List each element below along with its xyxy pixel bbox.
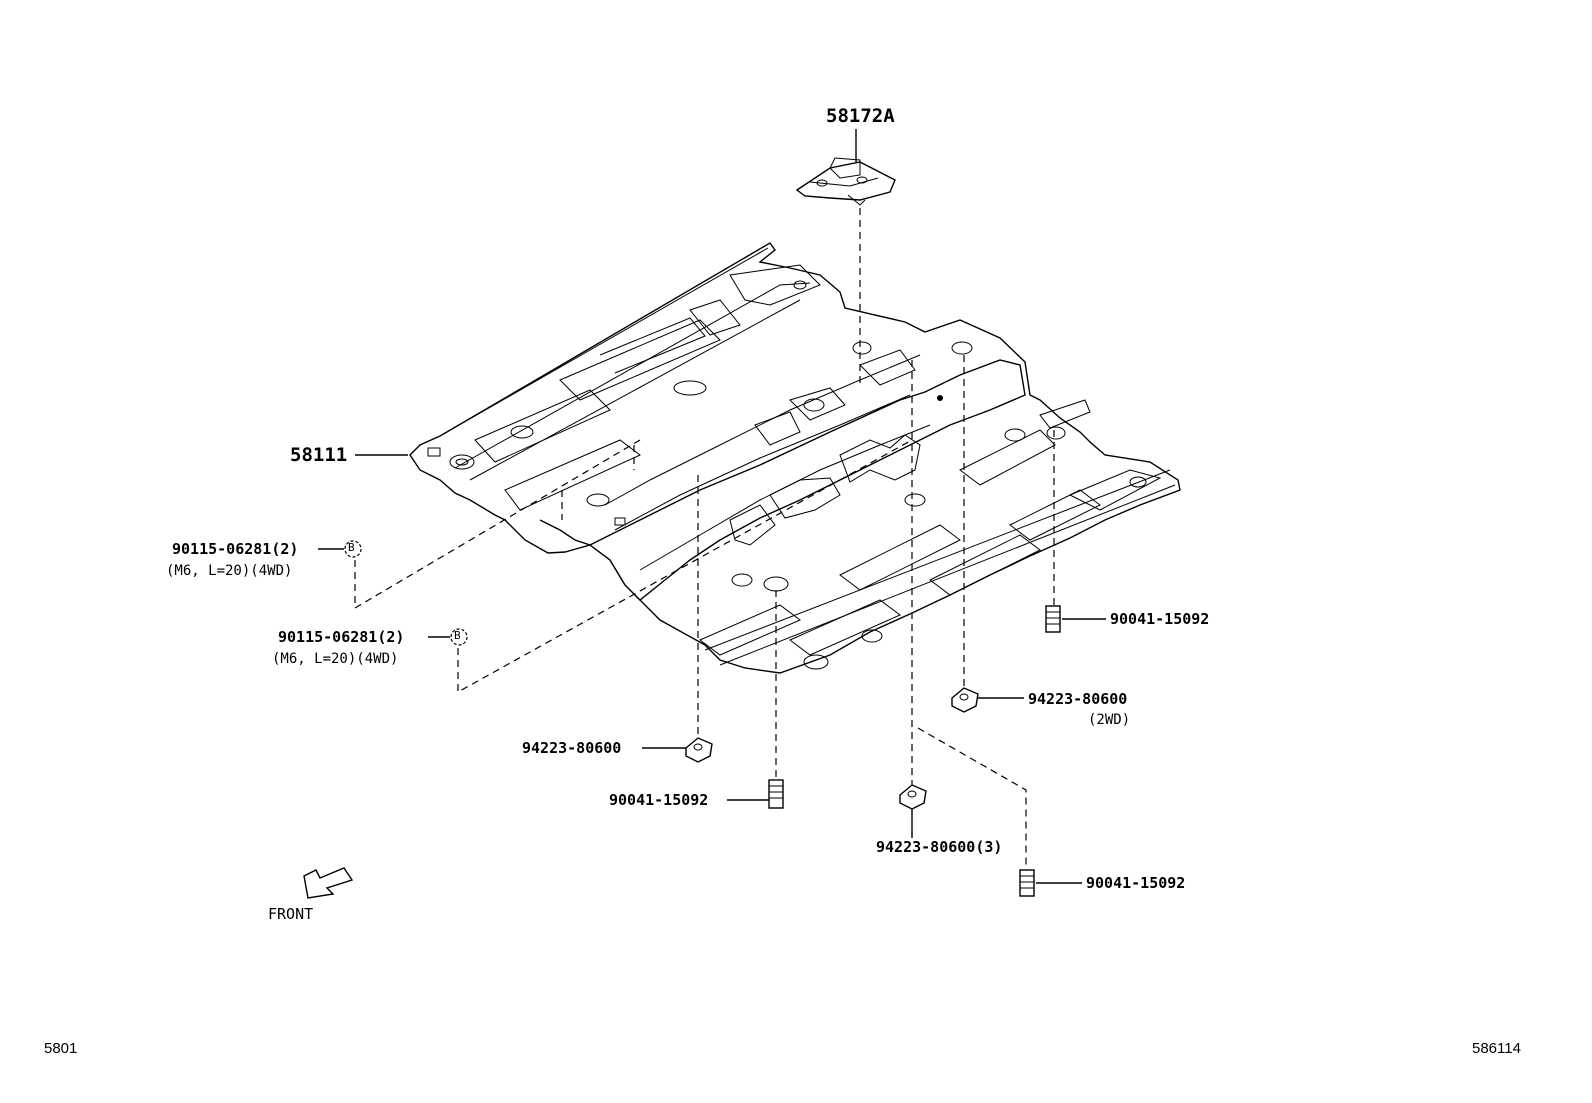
nut-right <box>951 687 979 713</box>
bracket-58172a <box>795 157 896 206</box>
stud-center <box>768 779 784 809</box>
callout-stud-center: 90041-15092 <box>609 791 709 809</box>
front-label: FRONT <box>268 905 314 923</box>
callout-nut-right: 94223-80600 <box>1028 690 1128 708</box>
marker-b-2: B <box>454 629 461 642</box>
nut-left <box>685 737 713 763</box>
callout-stud-bottom: 90041-15092 <box>1086 874 1186 892</box>
callout-bolt-b-1-spec: (M6, L=20)(4WD) <box>166 563 293 579</box>
marker-b-1: B <box>348 541 355 554</box>
front-arrow-icon <box>303 867 354 899</box>
callout-nut-right-spec: (2WD) <box>1088 712 1131 728</box>
nut-center <box>899 784 927 810</box>
stud-bottom <box>1019 869 1035 897</box>
callout-bolt-b-2: 90115-06281(2) <box>278 628 405 646</box>
callout-58111: 58111 <box>290 444 348 466</box>
callout-nut-left: 94223-80600 <box>522 739 622 757</box>
stud-right <box>1045 605 1061 633</box>
callout-58172a: 58172A <box>826 105 895 127</box>
callout-stud-right: 90041-15092 <box>1110 610 1210 628</box>
floor-pan-58111 <box>409 242 1181 674</box>
callout-bolt-b-1: 90115-06281(2) <box>172 540 299 558</box>
callout-nut-center: 94223-80600(3) <box>876 838 1003 856</box>
footer-right-code: 586114 <box>1472 1040 1521 1057</box>
callout-bolt-b-2-spec: (M6, L=20)(4WD) <box>272 651 399 667</box>
footer-left-code: 5801 <box>44 1040 78 1057</box>
